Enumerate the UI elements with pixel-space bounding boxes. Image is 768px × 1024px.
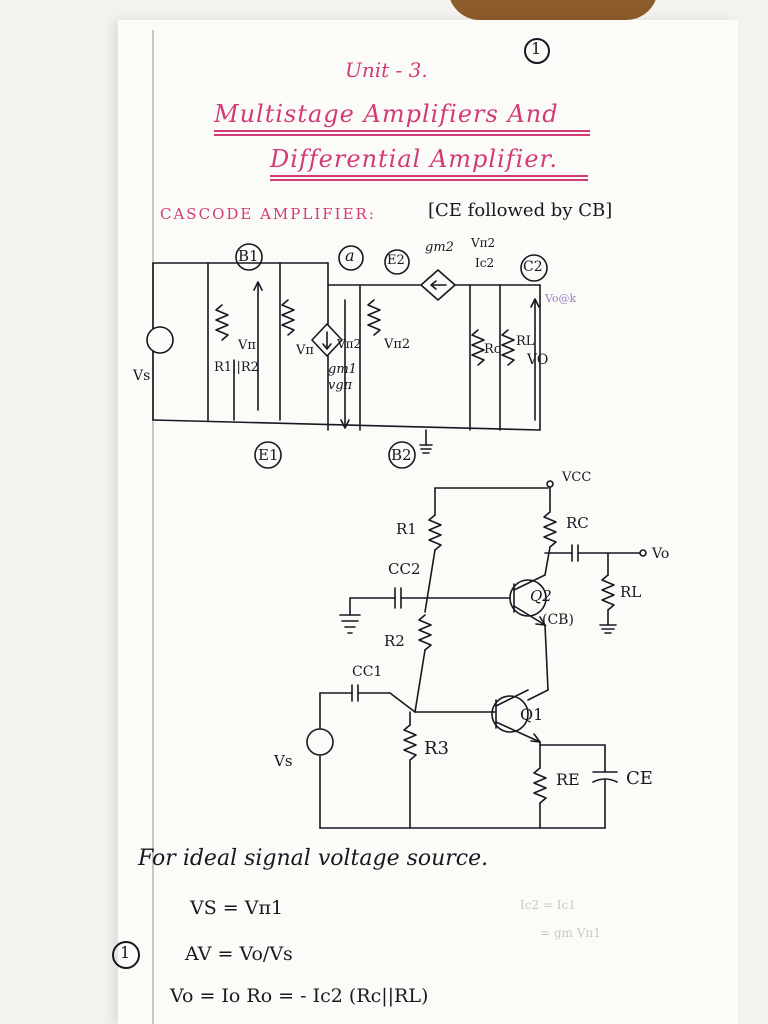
- page-number: 1: [531, 39, 542, 58]
- label-a: a: [345, 246, 355, 265]
- page-margin-line: [152, 30, 154, 1024]
- top-edge-blob: [448, 0, 658, 20]
- label-vo-small: VO: [527, 352, 549, 368]
- label-cb: (CB): [542, 612, 574, 628]
- label-cc2: CC2: [388, 560, 421, 578]
- label-vpi2-mid: Vπ2: [337, 337, 362, 351]
- label-q2: Q2: [530, 587, 552, 605]
- label-rc: RC: [566, 514, 589, 532]
- section-note: [CE followed by CB]: [428, 200, 613, 221]
- label-vpi2-top: Vπ2: [471, 236, 496, 250]
- title-underline-2a: [270, 175, 588, 177]
- label-vpi2-res: Vπ2: [384, 337, 411, 352]
- full-cascode-circuit: [306, 480, 647, 829]
- equation-av: AV = Vo/Vs: [185, 943, 293, 965]
- title-line-2: Differential Amplifier.: [270, 145, 558, 173]
- label-gm1: gm1: [328, 362, 357, 377]
- circled-number-text: 1: [120, 943, 131, 962]
- label-b2: B2: [391, 446, 412, 464]
- label-scribble: Vo@k: [545, 292, 577, 305]
- label-r1: R1: [396, 520, 417, 538]
- equation-vo: Vo = Io Ro = - Ic2 (Rc||RL): [170, 985, 429, 1007]
- label-q1: Q1: [520, 705, 544, 724]
- label-e2: E2: [387, 253, 405, 268]
- title-underline-2b: [270, 179, 588, 181]
- title-underline-1a: [214, 130, 590, 132]
- label-vs-small: Vs: [133, 368, 151, 384]
- label-vs: Vs: [274, 752, 293, 770]
- faint-note-2: = gm Vπ1: [540, 926, 601, 940]
- label-vpi: Vπ: [238, 338, 256, 353]
- circled-number: [112, 941, 140, 969]
- label-r3: R3: [424, 738, 450, 759]
- small-signal-circuit: [146, 243, 548, 469]
- unit-label: Unit - 3.: [345, 58, 428, 82]
- label-ce: CE: [626, 768, 653, 789]
- label-vpi1: vgπ: [328, 378, 353, 393]
- section-heading: CASCODE AMPLIFIER:: [160, 205, 376, 223]
- label-cc1: CC1: [352, 664, 383, 680]
- title-underline-1b: [214, 134, 590, 136]
- page-number-circle: [524, 38, 550, 64]
- faint-note-1: Ic2 = Ic1: [520, 898, 576, 912]
- label-r2: R2: [384, 632, 405, 650]
- label-vcc: VCC: [562, 470, 592, 485]
- notebook-page: [118, 20, 738, 1024]
- label-e1: E1: [258, 446, 279, 464]
- label-ic2: Ic2: [475, 256, 495, 270]
- label-vpi-right: Vπ: [296, 343, 314, 358]
- label-re: RE: [556, 770, 580, 789]
- label-b1: B1: [238, 247, 259, 265]
- label-rl: RL: [620, 583, 642, 601]
- label-r1r2: R1||R2: [214, 360, 259, 375]
- label-gm2: gm2: [425, 240, 454, 255]
- label-vo: Vo: [652, 546, 670, 562]
- label-rc-small: Rc: [484, 342, 502, 357]
- label-rl-small: RL: [516, 334, 535, 349]
- label-c2: C2: [523, 259, 543, 275]
- notes-line-1: For ideal signal voltage source.: [138, 846, 489, 871]
- title-line-1: Multistage Amplifiers And: [214, 100, 559, 128]
- equation-vs: VS = Vπ1: [190, 897, 284, 919]
